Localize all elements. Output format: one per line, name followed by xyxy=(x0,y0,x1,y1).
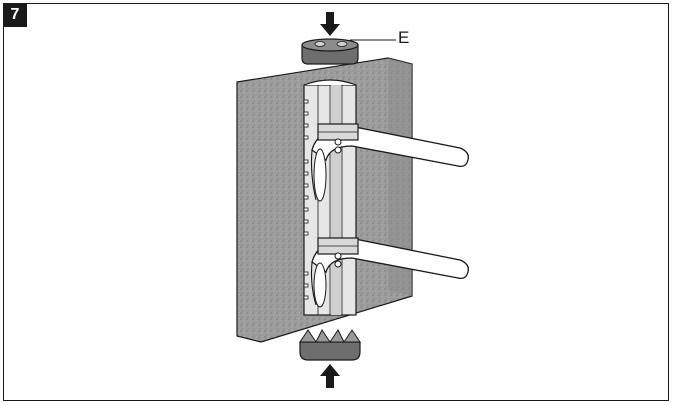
bottom-end-cap xyxy=(299,329,361,361)
vertical-rail xyxy=(303,79,357,316)
up-arrow-icon xyxy=(320,364,340,388)
callout-label-e: E xyxy=(398,28,410,47)
rail-perforations xyxy=(303,99,309,300)
step-number-badge: 7 xyxy=(3,3,27,27)
down-arrow-icon xyxy=(320,12,340,36)
top-end-cap xyxy=(301,38,359,65)
upper-clamp xyxy=(317,123,359,154)
lower-clamp xyxy=(317,237,359,268)
